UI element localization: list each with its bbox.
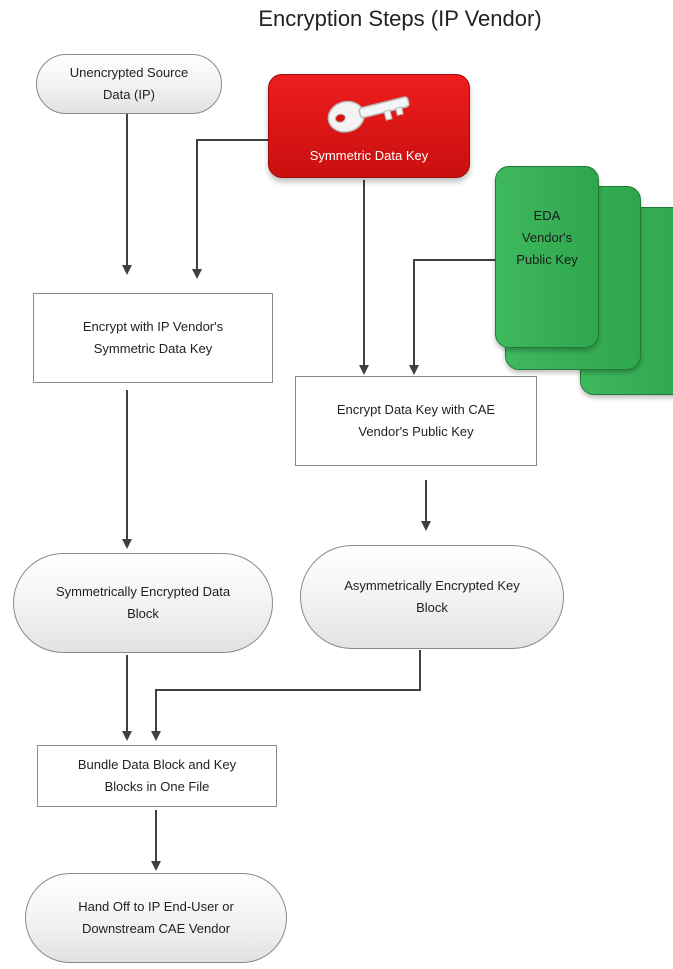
key-icon (327, 96, 410, 133)
node-encrypt-data-key: Encrypt Data Key with CAE Vendor's Publi… (295, 376, 537, 466)
arrow-asymblock-to-bundle (151, 650, 421, 741)
node-bundle: Bundle Data Block and Key Blocks in One … (37, 745, 277, 807)
node-hand-off-label: Hand Off to IP End-User or Downstream CA… (78, 899, 234, 936)
node-unencrypted-source: Unencrypted Source Data (IP) (36, 54, 222, 114)
arrow-symkey-to-encrypt (192, 139, 268, 279)
node-encrypt-data-key-label: Encrypt Data Key with CAE Vendor's Publi… (336, 402, 496, 439)
node-symmetric-block-label: Symmetrically Encrypted Data Block (55, 584, 231, 621)
node-symmetric-data-key: Symmetric Data Key (268, 74, 470, 178)
node-symmetric-block: Symmetrically Encrypted Data Block (13, 553, 273, 653)
diagram-title: Encryption Steps (IP Vendor) (258, 6, 542, 31)
node-asymmetric-block: Asymmetrically Encrypted Key Block (300, 545, 564, 649)
node-eda-vendor-public-key: EDA Vendor's Public Key (495, 166, 599, 348)
node-unencrypted-source-label: Unencrypted Source Data (IP) (69, 65, 189, 102)
node-symmetric-data-key-label: Symmetric Data Key (309, 148, 429, 163)
node-encrypt-symmetric: Encrypt with IP Vendor's Symmetric Data … (33, 293, 273, 383)
node-eda-vendor-public-key-label: EDA Vendor's Public Key (516, 208, 578, 267)
node-hand-off: Hand Off to IP End-User or Downstream CA… (25, 873, 287, 963)
node-asymmetric-block-label: Asymmetrically Encrypted Key Block (344, 578, 520, 615)
node-bundle-label: Bundle Data Block and Key Blocks in One … (77, 757, 237, 794)
node-encrypt-symmetric-label: Encrypt with IP Vendor's Symmetric Data … (82, 319, 224, 356)
